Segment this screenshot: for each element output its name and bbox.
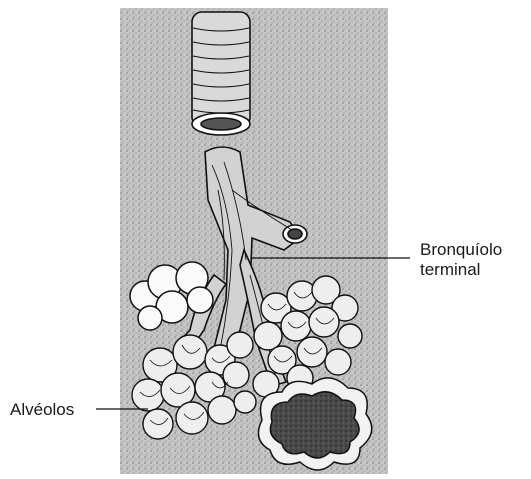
bronquiolo-label-line1: Bronquíolo <box>420 240 502 260</box>
bronquiolo-terminal-label: Bronquíolo terminal <box>420 240 502 280</box>
bronquiolo-label-line2: terminal <box>420 260 502 280</box>
bronchus-tube <box>192 12 250 135</box>
alveolos-label: Alvéolos <box>10 400 74 420</box>
